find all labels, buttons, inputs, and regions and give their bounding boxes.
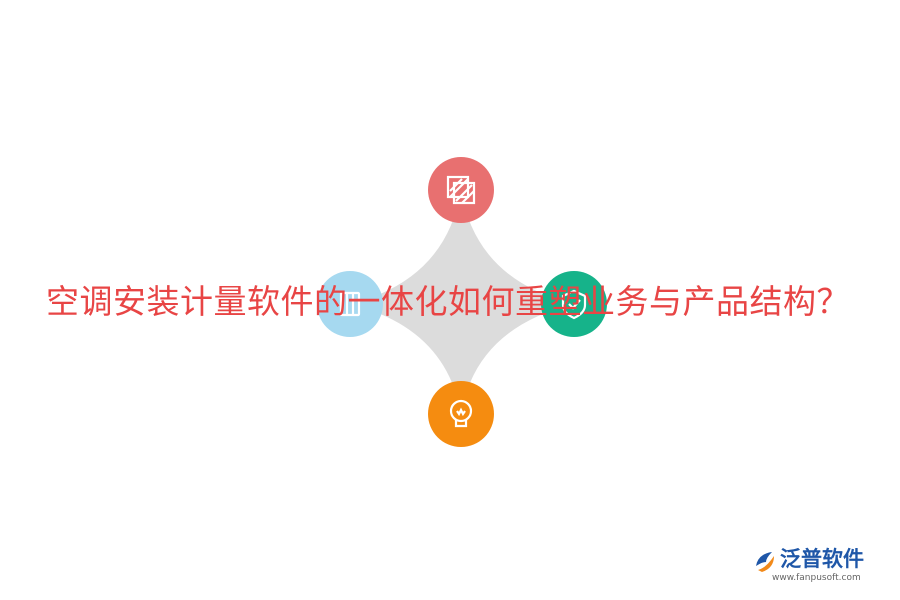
book-icon [339, 291, 361, 317]
lightbulb-icon [449, 399, 473, 428]
diagram-node-right [541, 271, 607, 337]
diagram-node-left [317, 271, 383, 337]
diagram-node-bottom [428, 381, 494, 447]
brand-mark-icon [756, 552, 774, 572]
brand-name: 泛普软件 [780, 547, 864, 571]
brand-url: www.fanpusoft.com [772, 573, 861, 583]
document-stack-icon [446, 175, 476, 205]
diagram-node-top [428, 157, 494, 223]
brand-logo: 泛普软件 www.fanpusoft.com [752, 546, 890, 584]
diagram-title: 空调安装计量软件的一体化如何重塑业务与产品结构？ [46, 282, 850, 321]
shield-icon [561, 289, 587, 320]
